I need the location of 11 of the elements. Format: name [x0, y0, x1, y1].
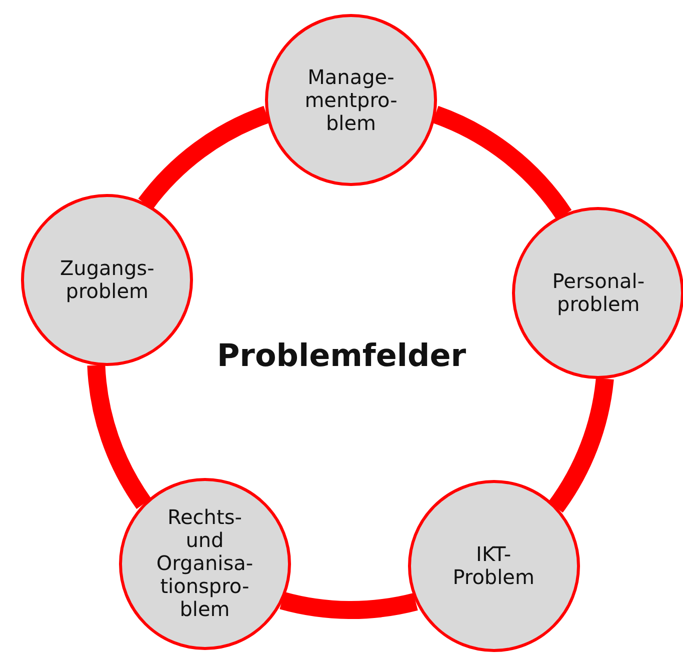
ring-segment	[548, 377, 614, 512]
ring-segment	[138, 106, 270, 210]
node-label: Zugangs- problem	[60, 257, 154, 304]
node-label: Personal- problem	[552, 270, 645, 316]
node-label: Manage- mentpro- blem	[304, 66, 398, 134]
ring-segment	[280, 592, 418, 619]
ring-segment	[87, 364, 152, 509]
ring-segment	[432, 106, 572, 220]
center-title: Problemfelder	[216, 338, 466, 374]
node-label: IKT- Problem	[452, 543, 534, 590]
node-label: Rechts- und Organisa- tionspro- blem	[156, 506, 254, 622]
